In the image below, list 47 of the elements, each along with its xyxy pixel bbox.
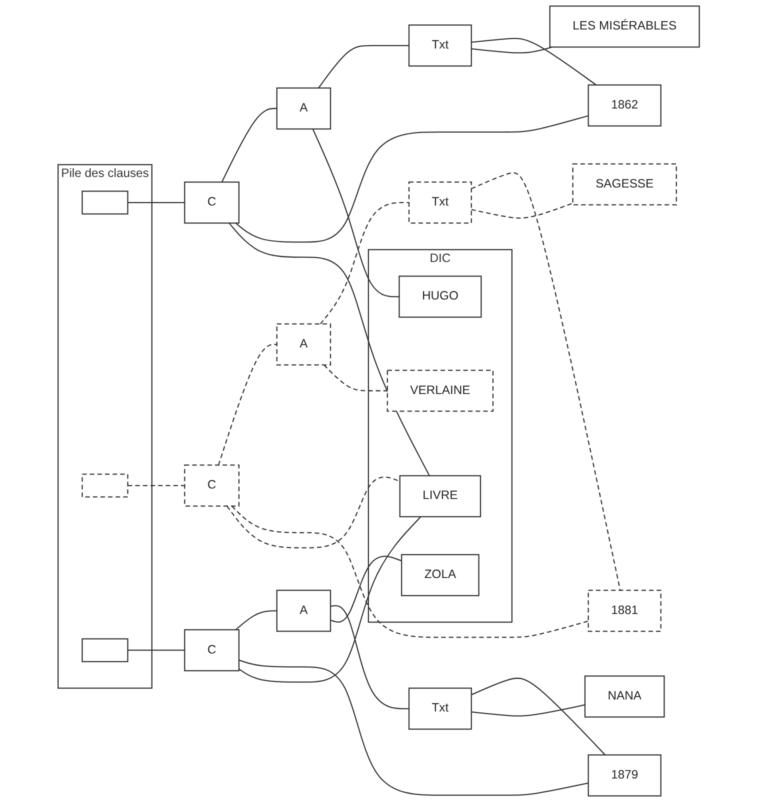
connector xyxy=(236,115,589,243)
node-box: SAGESSE xyxy=(572,163,678,206)
node-box: Txt xyxy=(408,688,472,730)
connector xyxy=(472,202,574,219)
node-box: A xyxy=(276,590,332,632)
node-box xyxy=(82,474,129,498)
connector xyxy=(324,364,388,392)
connector xyxy=(320,202,410,324)
connector xyxy=(472,46,553,54)
connector xyxy=(226,476,400,548)
node-box: 1881 xyxy=(588,590,662,632)
connector xyxy=(222,108,278,182)
connector xyxy=(128,202,185,204)
connector xyxy=(128,650,185,651)
connector xyxy=(128,485,185,486)
node-box: LIVRE xyxy=(400,475,482,518)
node-box: A xyxy=(276,87,332,130)
node-box: C xyxy=(184,464,240,507)
node-box: Txt xyxy=(408,182,472,224)
connector xyxy=(239,660,589,796)
connector xyxy=(471,172,622,590)
connector xyxy=(471,678,606,756)
connector xyxy=(312,128,400,298)
node-box: VERLAINE xyxy=(387,370,494,412)
node-box: 1879 xyxy=(588,754,662,796)
node-box: HUGO xyxy=(398,276,482,318)
connector xyxy=(472,38,597,86)
connector xyxy=(472,704,586,717)
node-box: A xyxy=(276,323,332,366)
connector xyxy=(218,344,278,466)
cluster: Pile des clauses xyxy=(58,164,153,689)
connector xyxy=(228,222,430,476)
connector xyxy=(318,44,410,88)
connector xyxy=(238,516,422,683)
connector xyxy=(236,610,278,630)
node-box: NANA xyxy=(584,675,666,718)
connector xyxy=(232,506,589,638)
node-box: C xyxy=(184,629,240,672)
connector xyxy=(330,556,402,623)
node-box: LES MISÉRABLES xyxy=(550,6,700,48)
node-box: ZOLA xyxy=(401,554,480,596)
node-box: Txt xyxy=(408,24,472,67)
connector xyxy=(330,605,410,710)
node-box xyxy=(82,190,129,215)
node-box: 1862 xyxy=(588,84,662,127)
node-box: C xyxy=(184,182,240,224)
node-box xyxy=(82,638,129,662)
